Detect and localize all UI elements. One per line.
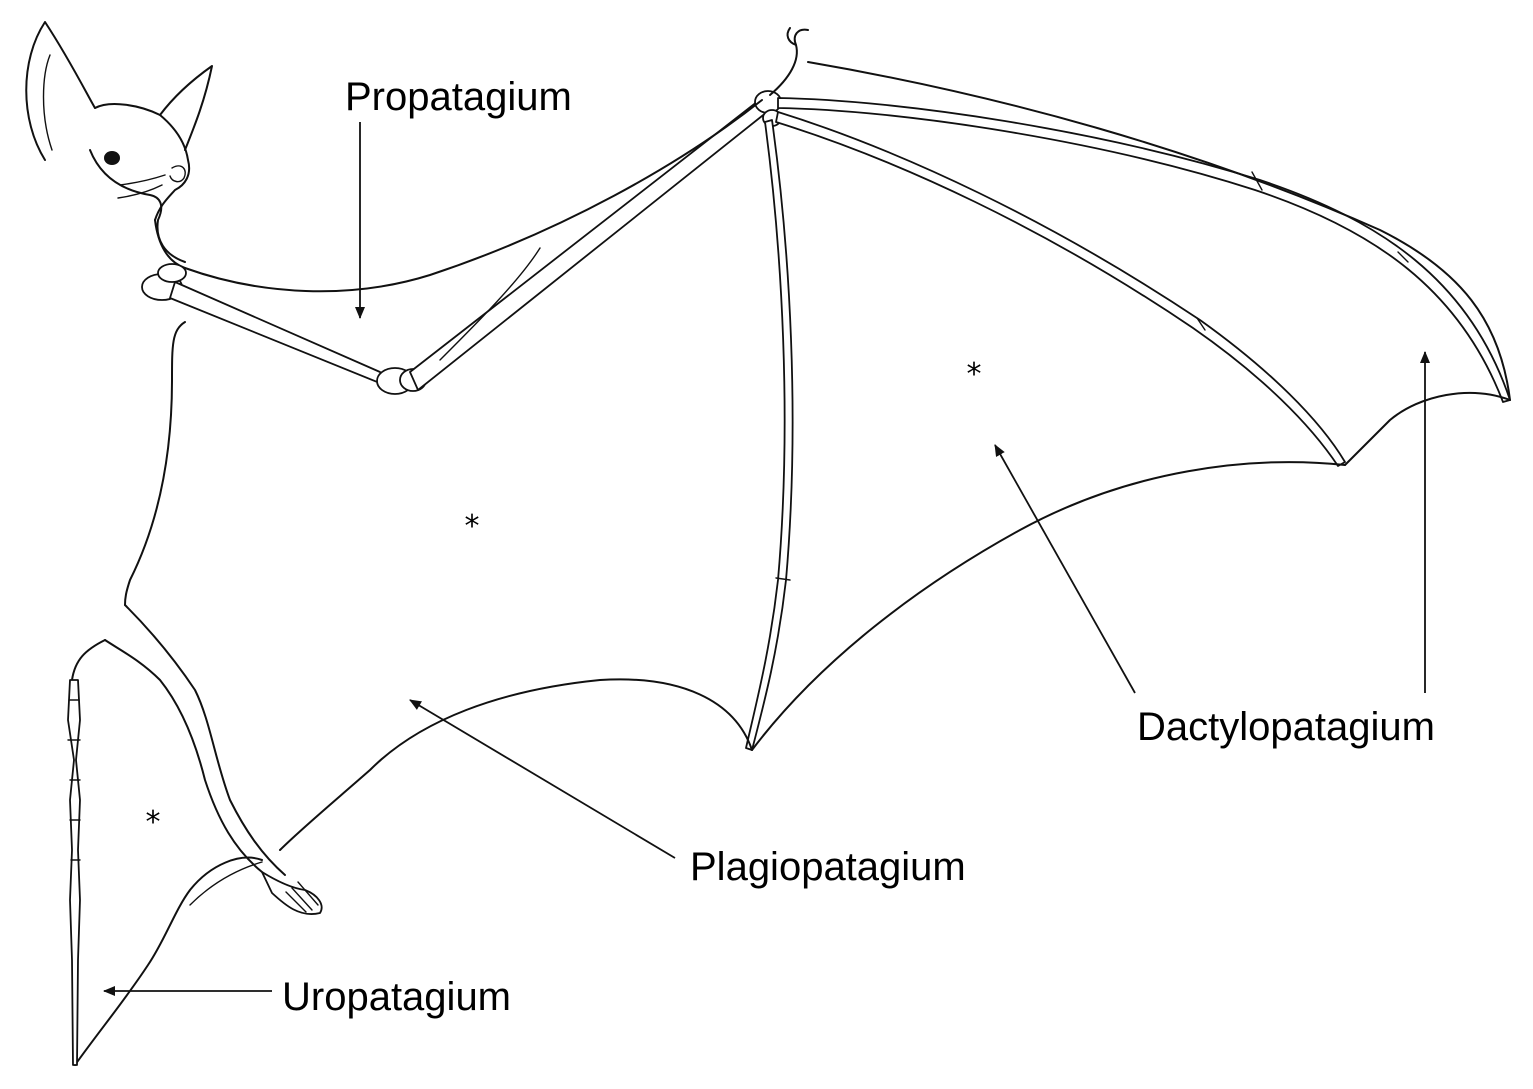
dactylopatagium-arrow-upper (994, 444, 1136, 694)
humerus (169, 281, 393, 389)
dactylopatagium-leading-edge (807, 61, 1511, 401)
dactylopatagium-label: Dactylopatagium (1137, 705, 1435, 749)
digit-joint-2 (1397, 251, 1409, 263)
propatagium-label: Propatagium (345, 75, 572, 119)
bat-head (94, 103, 191, 221)
bat-ear-inner (42, 54, 53, 151)
uropatagium-mark: * (146, 805, 161, 840)
uropatagium-label: Uropatagium (282, 975, 511, 1019)
plagiopatagium-label: Plagiopatagium (690, 845, 966, 889)
propatagium-edge (184, 99, 763, 293)
tail-vertebrae (67, 679, 81, 1066)
tail-upper (71, 639, 106, 681)
bat-body (25, 21, 213, 269)
digit-joint-3 (1196, 317, 1206, 331)
wing-bones (141, 27, 1511, 751)
bat-eye (104, 151, 120, 165)
calcar (189, 861, 263, 906)
digit-third (777, 97, 1511, 403)
trailing-edge-middle (751, 461, 1346, 751)
thumb-claw (786, 27, 797, 46)
digit-joint-4 (775, 577, 791, 581)
leg-and-tail (67, 604, 323, 1066)
radius (409, 97, 773, 391)
leg-back (104, 639, 263, 873)
bat-nose (169, 165, 186, 183)
bat-chin (89, 149, 186, 263)
leg-front (124, 604, 286, 876)
shoulder-joint-2 (157, 263, 187, 283)
wing-membranes (124, 61, 1511, 851)
body-flank (124, 321, 186, 606)
foot-toes (285, 881, 319, 913)
digit-fourth (775, 111, 1346, 467)
digit-fifth (745, 119, 794, 751)
trailing-edge-tip (1344, 391, 1511, 466)
uropatagium-edge (74, 856, 263, 1066)
bat-whisker-lower (117, 184, 163, 199)
foot (261, 871, 323, 915)
bat-whisker-upper (119, 174, 166, 186)
plagiopatagium-mark: * (465, 509, 480, 544)
bat-ear (25, 21, 96, 161)
tail-segments (67, 699, 81, 861)
plagiopatagium-arrow (409, 699, 676, 859)
bat-ear-back (159, 65, 213, 151)
dactylopatagium-mark: * (967, 357, 982, 392)
ulna (439, 247, 541, 361)
trailing-edge-plagio (279, 678, 753, 851)
pointer-arrows (103, 122, 1430, 996)
